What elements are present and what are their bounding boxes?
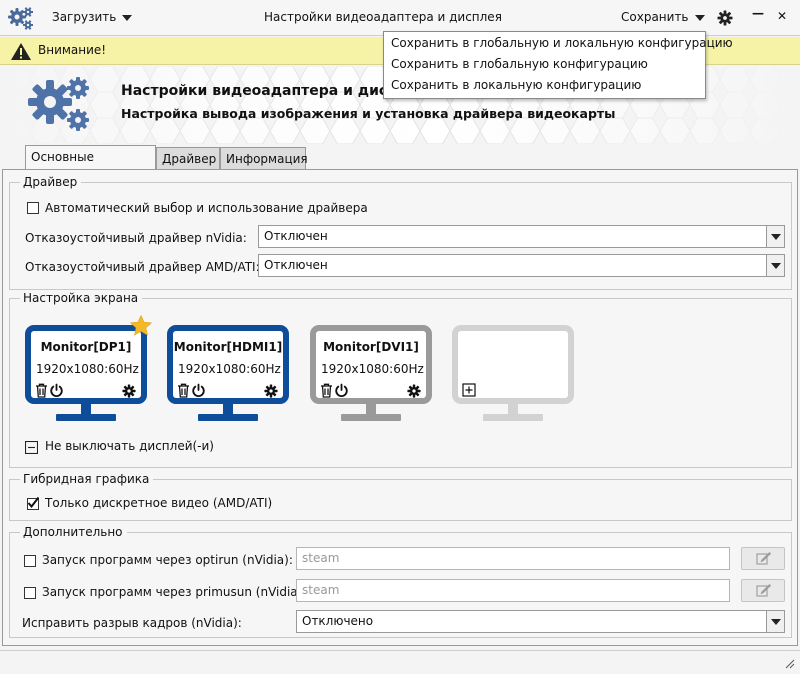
main-settings-panel: Драйвер Автоматический выбор и использов… [2, 169, 798, 646]
primusun-checkbox[interactable] [24, 587, 36, 599]
monitor-screen: Monitor[DVI1] 1920x1080:60Hz [310, 325, 432, 404]
monitor-resolution: 1920x1080:60Hz [36, 362, 139, 376]
save-dropdown-menu: Сохранить в глобальную и локальную конфи… [383, 31, 733, 99]
resize-grip-icon[interactable] [783, 657, 795, 672]
status-bar [0, 650, 800, 674]
driver-legend: Драйвер [20, 175, 82, 189]
optirun-checkbox[interactable] [24, 555, 36, 567]
monitor-screen: Monitor[HDMI1] 1920x1080:60Hz [167, 325, 289, 404]
nvidia-driver-label: Отказоустойчивый драйвер nVidia: [25, 231, 247, 245]
amd-driver-value: Отключен [264, 258, 328, 272]
monitor-screen [452, 325, 574, 404]
menu-save-local[interactable]: Сохранить в локальную конфигурацию [391, 78, 642, 92]
power-icon[interactable] [49, 383, 64, 401]
optirun-edit-button[interactable] [741, 547, 785, 570]
monitor-empty-slot[interactable] [452, 325, 574, 423]
trash-icon[interactable] [320, 383, 333, 401]
tearing-fix-label: Исправить разрыв кадров (nVidia): [22, 616, 242, 630]
primusun-input[interactable]: steam [296, 579, 730, 602]
title-bar: Загрузить Настройки видеоадаптера и дисп… [0, 0, 800, 36]
monitor-name: Monitor[DP1] [40, 340, 132, 354]
auto-driver-checkbox[interactable] [27, 202, 39, 214]
tearing-fix-value: Отключено [302, 614, 374, 628]
optirun-label: Запуск программ через optirun (nVidia): [42, 553, 293, 567]
gears-icon [26, 74, 96, 136]
plus-square-icon[interactable] [462, 383, 476, 400]
save-menu-button[interactable]: Сохранить [621, 10, 705, 24]
chevron-down-icon [766, 255, 784, 276]
amd-driver-select[interactable]: Отключен [258, 254, 785, 277]
chevron-down-icon [766, 611, 784, 632]
monitor-name: Monitor[DVI1] [323, 340, 419, 354]
monitor-dvi1[interactable]: Monitor[DVI1] 1920x1080:60Hz [310, 325, 432, 423]
advanced-legend: Дополнительно [20, 525, 127, 539]
monitor-dp1[interactable]: Monitor[DP1] 1920x1080:60Hz [25, 314, 153, 423]
tab-main-settings[interactable]: Основные настройки [25, 145, 156, 186]
menu-save-global-and-local[interactable]: Сохранить в глобальную и локальную конфи… [391, 36, 733, 50]
page-subtitle: Настройка вывода изображения и установка… [121, 106, 616, 121]
monitor-name: Monitor[HDMI1] [173, 340, 283, 354]
chevron-down-icon [694, 14, 705, 21]
primusun-label: Запуск программ через primusun (nVidia): [42, 585, 307, 599]
tab-label: Информация [226, 152, 308, 166]
page-title: Настройки видеоадаптера и дисплея [121, 83, 426, 99]
keep-displays-on-label: Не выключать дисплей(-и) [45, 439, 214, 453]
trash-icon[interactable] [177, 383, 190, 401]
save-label: Сохранить [621, 10, 689, 24]
chevron-down-icon [766, 226, 784, 247]
power-icon[interactable] [191, 383, 206, 401]
warning-icon [10, 42, 32, 61]
gear-icon[interactable] [264, 384, 278, 401]
amd-driver-label: Отказоустойчивый драйвер AMD/ATI: [25, 260, 260, 274]
hybrid-graphics-group: Гибридная графика Только дискретное виде… [9, 472, 792, 521]
close-button[interactable]: ✕ [777, 9, 788, 23]
auto-driver-label: Автоматический выбор и использование дра… [45, 201, 368, 215]
gear-icon[interactable] [717, 10, 733, 26]
checkmark-icon [27, 496, 39, 508]
keep-displays-on-toggle[interactable] [24, 440, 39, 455]
tearing-fix-select[interactable]: Отключено [296, 610, 785, 633]
nvidia-driver-value: Отключен [264, 229, 328, 243]
minimize-button[interactable]: — [752, 6, 764, 20]
hybrid-legend: Гибридная графика [20, 472, 154, 486]
optirun-input[interactable]: steam [296, 547, 730, 570]
tab-driver[interactable]: Драйвер [156, 147, 220, 170]
discrete-video-label: Только дискретное видео (AMD/ATI) [45, 496, 273, 510]
primusun-placeholder: steam [302, 583, 340, 597]
driver-group: Драйвер Автоматический выбор и использов… [9, 175, 792, 290]
pencil-icon [756, 584, 772, 600]
screen-legend: Настройка экрана [20, 291, 143, 305]
optirun-placeholder: steam [302, 551, 340, 565]
warning-text: Внимание! [38, 43, 107, 57]
tab-label: Драйвер [162, 152, 217, 166]
star-icon [129, 314, 153, 339]
tab-info[interactable]: Информация [220, 147, 308, 170]
trash-icon[interactable] [35, 383, 48, 401]
pencil-icon [756, 552, 772, 568]
load-label: Загрузить [52, 10, 117, 24]
screen-group: Настройка экрана Monitor[DP1] 1920x1080:… [9, 291, 792, 468]
monitor-resolution: 1920x1080:60Hz [178, 362, 281, 376]
monitor-screen: Monitor[DP1] 1920x1080:60Hz [25, 325, 147, 404]
gears-icon[interactable] [7, 6, 35, 32]
monitor-resolution: 1920x1080:60Hz [321, 362, 424, 376]
primusun-edit-button[interactable] [741, 579, 785, 602]
nvidia-driver-select[interactable]: Отключен [258, 225, 785, 248]
power-icon[interactable] [334, 383, 349, 401]
menu-save-global[interactable]: Сохранить в глобальную конфигурацию [391, 57, 648, 71]
advanced-group: Дополнительно Запуск программ через opti… [9, 525, 792, 638]
discrete-video-checkbox[interactable] [27, 496, 39, 510]
gear-icon[interactable] [122, 384, 136, 401]
gear-icon[interactable] [407, 384, 421, 401]
load-menu-button[interactable]: Загрузить [52, 10, 133, 24]
chevron-down-icon [122, 14, 133, 21]
window-title: Настройки видеоадаптера и дисплея [264, 10, 502, 24]
monitor-hdmi1[interactable]: Monitor[HDMI1] 1920x1080:60Hz [167, 325, 289, 423]
